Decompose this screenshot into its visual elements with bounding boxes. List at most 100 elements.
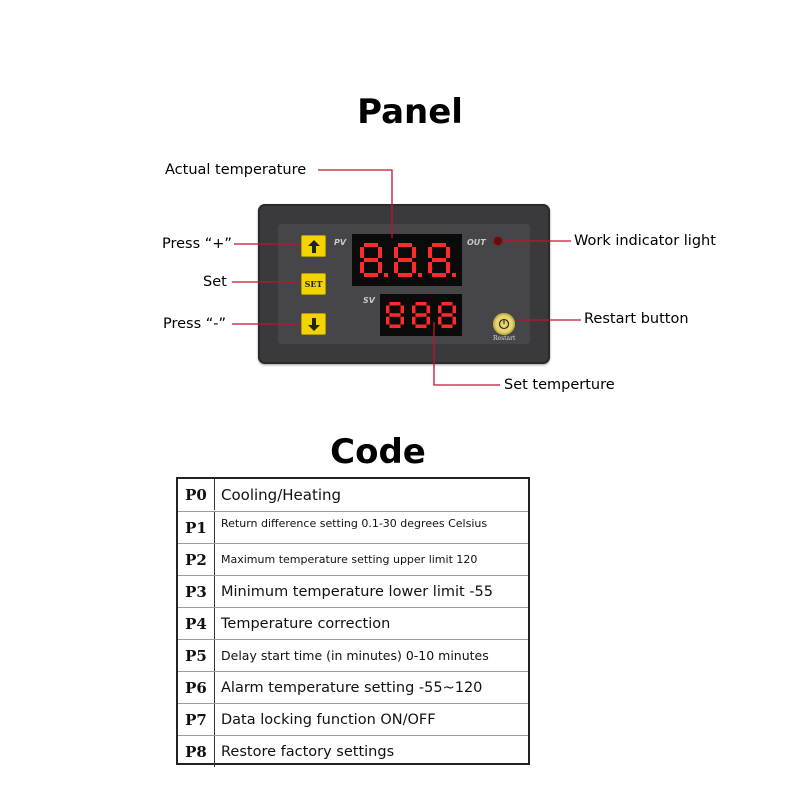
row-divider bbox=[178, 671, 528, 672]
display-segment bbox=[441, 313, 453, 317]
row-code: P4 bbox=[185, 614, 207, 633]
row-code: P6 bbox=[185, 678, 207, 697]
callout-set-temperature bbox=[433, 322, 500, 386]
display-segment bbox=[446, 247, 450, 258]
display-segment bbox=[441, 324, 453, 328]
display-segment bbox=[432, 273, 446, 277]
display-segment bbox=[438, 305, 442, 314]
display-segment bbox=[364, 258, 378, 262]
work-indicator-label: Work indicator light bbox=[574, 233, 716, 249]
restart-caption: Restart bbox=[493, 335, 516, 342]
table-row: P3 Minimum temperature lower limit -55 bbox=[178, 576, 528, 607]
arrow-down-icon bbox=[307, 317, 320, 331]
row-code: P5 bbox=[185, 646, 207, 665]
display-segment bbox=[389, 313, 401, 317]
display-segment bbox=[394, 247, 398, 258]
press-minus-label: Press “-” bbox=[163, 316, 227, 332]
display-segment bbox=[386, 305, 390, 314]
restart-button-label: Restart button bbox=[584, 311, 689, 327]
row-code: P3 bbox=[185, 582, 207, 601]
row-code: P7 bbox=[185, 710, 207, 729]
display-segment bbox=[398, 273, 412, 277]
display-segment bbox=[398, 243, 412, 247]
row-divider bbox=[178, 639, 528, 640]
callout-actual-temperature bbox=[318, 169, 393, 238]
row-description: Maximum temperature setting upper limit … bbox=[221, 553, 478, 566]
row-description: Alarm temperature setting -55~120 bbox=[221, 679, 483, 696]
sv-display-digits bbox=[386, 302, 456, 328]
display-segment bbox=[415, 313, 427, 317]
pv-display-digits bbox=[360, 243, 456, 277]
pv-display bbox=[352, 234, 462, 286]
row-divider bbox=[178, 703, 528, 704]
display-segment bbox=[364, 273, 378, 277]
minus-button[interactable] bbox=[301, 313, 326, 335]
display-segment bbox=[412, 262, 416, 273]
display-segment bbox=[415, 324, 427, 328]
display-segment bbox=[412, 247, 416, 258]
display-dot bbox=[418, 273, 422, 277]
row-divider bbox=[178, 543, 528, 544]
display-segment bbox=[386, 316, 390, 325]
display-segment bbox=[426, 316, 430, 325]
arrow-up-icon bbox=[307, 239, 320, 253]
display-segment bbox=[428, 247, 432, 258]
table-row: P0 Cooling/Heating bbox=[178, 479, 528, 510]
restart-button[interactable] bbox=[493, 313, 515, 335]
row-divider bbox=[178, 511, 528, 512]
table-row: P7 Data locking function ON/OFF bbox=[178, 704, 528, 735]
row-code: P8 bbox=[185, 742, 207, 761]
display-segment bbox=[378, 247, 382, 258]
row-divider bbox=[178, 735, 528, 736]
table-row: P4 Temperature correction bbox=[178, 608, 528, 639]
display-segment bbox=[378, 262, 382, 273]
plus-button[interactable] bbox=[301, 235, 326, 257]
table-row: P6 Alarm temperature setting -55~120 bbox=[178, 672, 528, 703]
display-segment bbox=[360, 262, 364, 273]
row-description: Return difference setting 0.1-30 degrees… bbox=[221, 517, 488, 530]
table-row: P8 Restore factory settings bbox=[178, 736, 528, 767]
display-segment bbox=[426, 305, 430, 314]
display-segment bbox=[412, 305, 416, 314]
row-code: P0 bbox=[185, 485, 207, 504]
display-segment bbox=[412, 316, 416, 325]
set-button[interactable]: SET bbox=[301, 273, 326, 295]
row-description: Minimum temperature lower limit -55 bbox=[221, 583, 493, 600]
sv-display bbox=[380, 294, 462, 336]
row-description: Delay start time (in minutes) 0-10 minut… bbox=[221, 648, 489, 663]
actual-temperature-label: Actual temperature bbox=[165, 162, 307, 178]
row-description: Temperature correction bbox=[221, 615, 391, 632]
press-plus-label: Press “+” bbox=[162, 236, 232, 252]
display-segment bbox=[441, 302, 453, 306]
display-segment bbox=[389, 324, 401, 328]
display-segment bbox=[415, 302, 427, 306]
power-icon bbox=[498, 318, 510, 330]
set-temperature-label: Set temperture bbox=[504, 377, 615, 393]
display-segment bbox=[452, 316, 456, 325]
display-segment bbox=[394, 262, 398, 273]
row-divider bbox=[178, 575, 528, 576]
display-segment bbox=[452, 305, 456, 314]
table-row: P5 Delay start time (in minutes) 0-10 min… bbox=[178, 640, 528, 671]
display-segment bbox=[389, 302, 401, 306]
display-segment bbox=[446, 262, 450, 273]
display-segment bbox=[428, 262, 432, 273]
row-description: Restore factory settings bbox=[221, 743, 395, 760]
row-description: Data locking function ON/OFF bbox=[221, 711, 436, 728]
code-title: Code bbox=[330, 432, 426, 472]
display-segment bbox=[400, 305, 404, 314]
display-segment bbox=[364, 243, 378, 247]
display-segment bbox=[398, 258, 412, 262]
set-label: Set bbox=[203, 274, 227, 290]
display-segment bbox=[432, 258, 446, 262]
display-segment bbox=[400, 316, 404, 325]
row-description: Cooling/Heating bbox=[221, 485, 342, 504]
display-dot bbox=[452, 273, 456, 277]
display-dot bbox=[384, 273, 388, 277]
display-segment bbox=[432, 243, 446, 247]
display-segment bbox=[360, 247, 364, 258]
